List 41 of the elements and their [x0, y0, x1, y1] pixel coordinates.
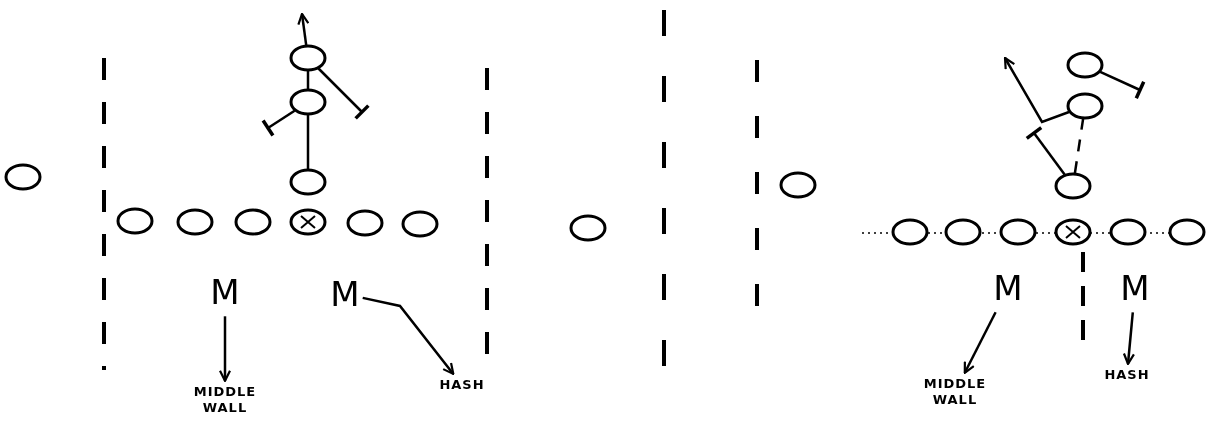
position-letter: M — [993, 266, 1023, 310]
route-arrow — [362, 296, 455, 375]
player-circle — [1168, 218, 1206, 246]
block-route — [1025, 125, 1066, 176]
player-circle — [1054, 172, 1092, 200]
center-player-circle — [289, 208, 327, 236]
block-route — [317, 67, 371, 121]
route-line — [1073, 118, 1085, 174]
player-circle — [891, 218, 929, 246]
player-circle — [1109, 218, 1147, 246]
player-circle — [234, 208, 272, 236]
zone-label: MIDDLE WALL — [910, 375, 1000, 409]
route-arrow — [1122, 312, 1135, 365]
block-route — [261, 109, 296, 138]
player-circle — [289, 44, 327, 72]
player-circle — [1066, 92, 1104, 120]
player-circle — [176, 208, 214, 236]
player-circle — [999, 218, 1037, 246]
position-letter: M — [330, 272, 360, 316]
zone-label: HASH — [1104, 366, 1150, 384]
player-circle — [779, 171, 817, 199]
route-arrow — [1003, 56, 1070, 124]
zone-label: MIDDLE WALL — [180, 383, 270, 417]
route-arrow — [963, 311, 997, 374]
player-circle — [401, 210, 439, 238]
route-arrow — [218, 316, 232, 382]
route-arrow — [297, 12, 310, 46]
route-line — [306, 115, 310, 169]
block-route — [1099, 70, 1146, 100]
position-letter: M — [210, 270, 240, 314]
player-circle — [289, 168, 327, 196]
position-letter: M — [1120, 266, 1150, 310]
player-circle — [289, 88, 327, 116]
player-circle — [116, 207, 154, 235]
player-circle — [1066, 51, 1104, 79]
player-circle — [944, 218, 982, 246]
player-circle — [4, 163, 42, 191]
player-circle — [346, 209, 384, 237]
zone-label: HASH — [439, 376, 485, 394]
player-circle — [569, 214, 607, 242]
center-player-circle — [1054, 218, 1092, 246]
